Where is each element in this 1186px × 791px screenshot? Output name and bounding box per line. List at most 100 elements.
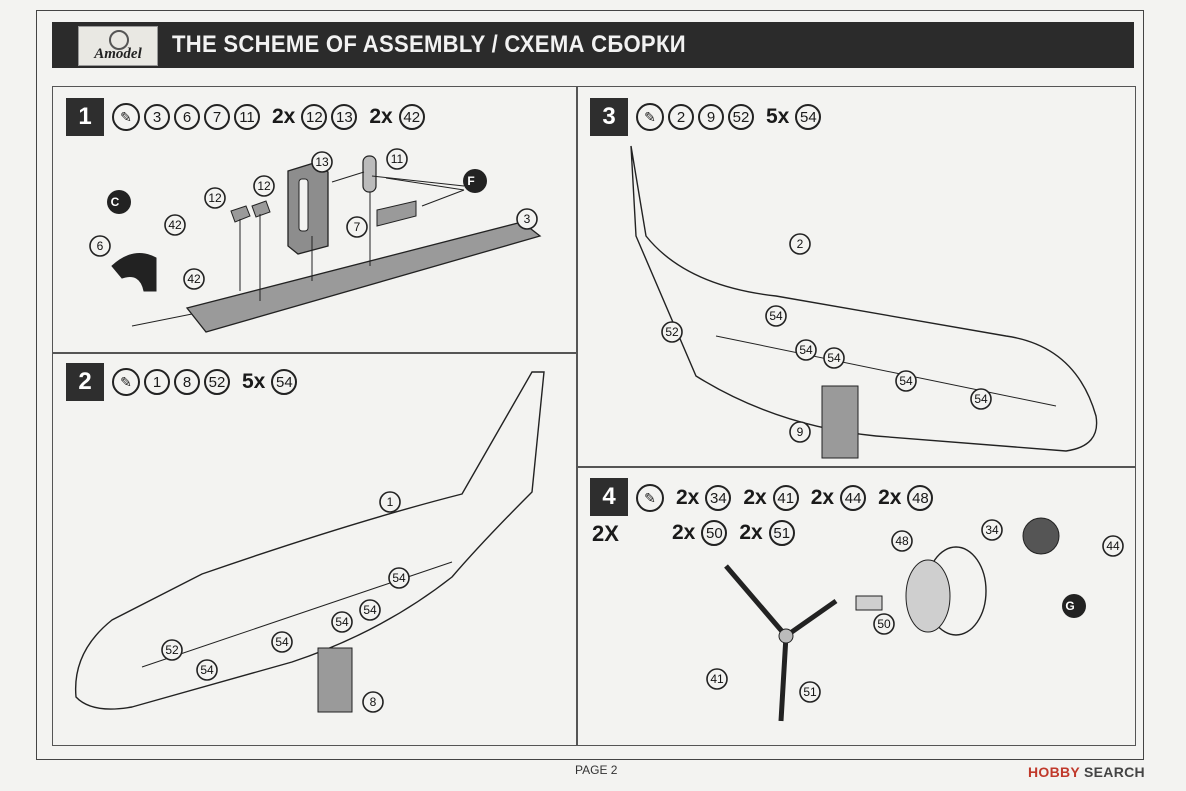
page-title: THE SCHEME OF ASSEMBLY / СХЕМА СБОРКИ <box>172 31 686 58</box>
part-callout-54c: 54 <box>823 347 845 369</box>
part-callout-6: 6 <box>89 235 111 257</box>
part-ref: 12 <box>301 104 328 130</box>
step-number-2: 2 <box>66 363 104 401</box>
svg-text:54: 54 <box>335 615 349 629</box>
multiplier: 2x <box>743 486 767 509</box>
fuselage-half-left <box>74 371 545 710</box>
multiplier: 2x <box>369 105 393 128</box>
logo-mark-icon <box>109 30 129 50</box>
part-ref: 44 <box>840 485 867 511</box>
svg-text:1: 1 <box>387 495 394 509</box>
part-ref: 9 <box>698 104 724 130</box>
multiplier: 5x <box>242 370 266 393</box>
svg-text:G: G <box>1065 599 1074 613</box>
step-1-sequence: ✎ 3 6 7 11 2x 12 13 2x 42 <box>112 103 425 131</box>
part-callout-8: 8 <box>362 691 384 713</box>
part-ref: 54 <box>271 369 298 395</box>
svg-text:C: C <box>111 195 120 209</box>
panel-step-1 <box>52 86 578 354</box>
page-number: PAGE 2 <box>575 763 618 777</box>
svg-text:F: F <box>467 174 474 188</box>
part-callout-3: 3 <box>516 208 538 230</box>
part-callout-48: 48 <box>891 530 913 552</box>
header-bar <box>52 22 1134 68</box>
step-4-sequence: ✎ 2x 34 2x 41 2x 44 2x 48 <box>636 484 934 512</box>
part-callout-54b: 54 <box>795 339 817 361</box>
part-callout-52: 52 <box>661 321 683 343</box>
step-2-drawing: 1 54 54 54 54 52 54 8 <box>74 371 545 713</box>
multiplier: 2x <box>272 105 296 128</box>
part-ref: 2 <box>668 104 694 130</box>
part-ref: 52 <box>728 104 754 130</box>
svg-text:54: 54 <box>827 351 841 365</box>
step-number-3: 3 <box>590 98 628 136</box>
part-callout-54e: 54 <box>970 388 992 410</box>
svg-text:48: 48 <box>895 534 909 548</box>
svg-text:13: 13 <box>315 155 329 169</box>
svg-text:12: 12 <box>257 179 271 193</box>
part-callout-41: 41 <box>706 668 728 690</box>
part-callout-11: 11 <box>386 148 408 170</box>
part-ref: 52 <box>204 369 230 395</box>
svg-text:54: 54 <box>392 571 406 585</box>
svg-text:42: 42 <box>187 272 201 286</box>
part-callout-54d: 54 <box>271 631 293 653</box>
svg-text:52: 52 <box>665 325 679 339</box>
part-callout-42a: 42 <box>164 214 186 236</box>
svg-text:54: 54 <box>799 343 813 357</box>
part-ref: 13 <box>331 104 358 130</box>
propeller <box>724 564 838 722</box>
part-callout-12b: 12 <box>253 175 275 197</box>
svg-text:11: 11 <box>391 152 404 166</box>
part-ref: 8 <box>174 369 200 395</box>
panel-step-3 <box>576 86 1136 468</box>
part-ref: 1 <box>144 369 170 395</box>
part-callout-54c: 54 <box>331 611 353 633</box>
part-callout-42b: 42 <box>183 268 205 290</box>
part-callout-12a: 12 <box>204 187 226 209</box>
part-callout-44: 44 <box>1102 535 1124 557</box>
watermark-prefix: HOBBY <box>1028 764 1080 780</box>
part-callout-34: 34 <box>981 519 1003 541</box>
glue-callout-F: F <box>463 169 487 193</box>
svg-text:41: 41 <box>710 672 724 686</box>
part-callout-2: 2 <box>789 233 811 255</box>
engine-front-34 <box>1022 517 1060 555</box>
glue-callout-C: C <box>107 190 131 214</box>
svg-text:54: 54 <box>974 392 988 406</box>
step-4-drawing: 34 44 48 50 41 51 G <box>706 517 1124 722</box>
amodel-logo: Amodel <box>78 26 158 66</box>
cockpit-floor <box>185 221 542 333</box>
svg-text:54: 54 <box>899 374 913 388</box>
part-callout-1: 1 <box>379 491 401 513</box>
part-ref: 50 <box>701 520 728 546</box>
paint-callout-G: G <box>1062 594 1086 618</box>
part-ref: 3 <box>144 104 170 130</box>
svg-text:42: 42 <box>168 218 182 232</box>
svg-text:54: 54 <box>200 663 214 677</box>
svg-text:54: 54 <box>769 309 783 323</box>
svg-text:54: 54 <box>363 603 377 617</box>
panel-step-2 <box>52 352 578 746</box>
multiplier: 5x <box>766 105 790 128</box>
part-callout-54e: 54 <box>196 659 218 681</box>
step-4-sequence-line2: 2x 50 2x 51 <box>664 520 795 546</box>
step-3-sequence: ✎ 2 9 52 5x 54 <box>636 103 822 131</box>
part-ref: 11 <box>234 104 260 130</box>
multiplier: 2x <box>810 486 835 509</box>
svg-text:12: 12 <box>208 191 222 205</box>
part-ref: 34 <box>705 485 732 511</box>
part-callout-13: 13 <box>311 151 333 173</box>
part-ref: 41 <box>772 485 799 511</box>
step-3-drawing: 2 54 52 54 54 54 54 9 <box>630 145 1098 459</box>
svg-text:51: 51 <box>803 685 817 699</box>
svg-text:7: 7 <box>354 220 361 234</box>
part-callout-50: 50 <box>873 613 895 635</box>
svg-text:34: 34 <box>985 523 999 537</box>
step-2-sequence: ✎ 1 8 52 5x 54 <box>112 368 298 396</box>
step-4-repeat: 2X <box>592 521 619 546</box>
part-callout-54a: 54 <box>765 305 787 327</box>
svg-text:50: 50 <box>877 617 891 631</box>
part-ref: 51 <box>768 520 795 546</box>
part-ref: 48 <box>907 485 934 511</box>
